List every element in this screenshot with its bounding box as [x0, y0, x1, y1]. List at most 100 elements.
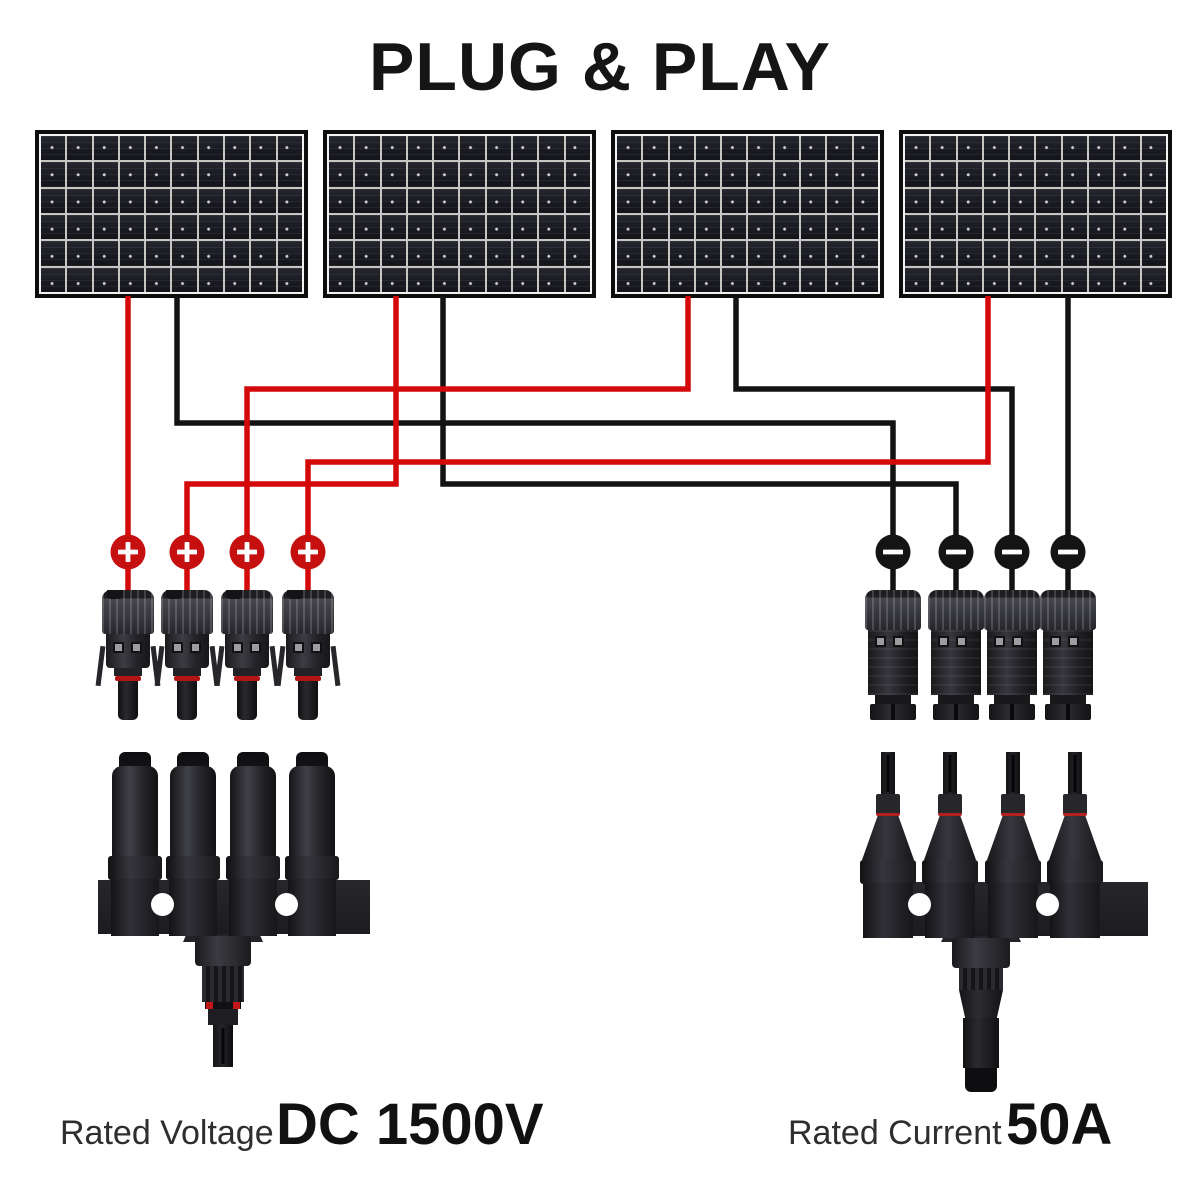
mc4-body	[1043, 630, 1093, 695]
mc4-window	[938, 636, 949, 647]
mc4-oring	[234, 676, 260, 681]
minus-icon	[883, 549, 903, 555]
mc4-socket-end	[870, 704, 916, 720]
mc4-male-connector	[95, 590, 161, 722]
mc4-cap-notch	[287, 590, 303, 599]
mc4-female-connector	[927, 590, 985, 722]
branch-plug	[985, 752, 1041, 938]
mc4-cap	[865, 590, 921, 630]
mc4-window	[232, 642, 243, 653]
mc4-female-connector	[864, 590, 922, 722]
branch-output-socket	[963, 1018, 999, 1068]
mc4-pin	[118, 681, 138, 720]
mc4-window	[1050, 636, 1061, 647]
mc4-body	[987, 630, 1037, 695]
mc4-body	[931, 630, 981, 695]
mc4-step	[938, 695, 974, 704]
mc4-oring	[295, 676, 321, 681]
mc4-female-connector	[983, 590, 1041, 722]
mc4-collar	[294, 668, 322, 676]
mc4-cap-notch	[107, 590, 123, 599]
positive-terminal	[290, 534, 326, 570]
negative-terminal	[994, 534, 1030, 570]
wire-panel3-negative	[733, 296, 1015, 592]
mc4-socket-end	[989, 704, 1035, 720]
mc4-window	[311, 642, 322, 653]
negative-terminal	[938, 534, 974, 570]
minus-icon	[1002, 549, 1022, 555]
branch-hole	[275, 893, 298, 916]
branch-connector-4-to-1-left	[88, 752, 380, 1086]
mc4-body	[165, 634, 209, 668]
mc4-window	[190, 642, 201, 653]
negative-terminal	[875, 534, 911, 570]
mc4-male-connector	[275, 590, 341, 722]
mc4-female-connector	[1039, 590, 1097, 722]
current-value: 50A	[1006, 1092, 1113, 1157]
mc4-collar	[233, 668, 261, 676]
mc4-body	[868, 630, 918, 695]
mc4-oring	[174, 676, 200, 681]
mc4-window	[1068, 636, 1079, 647]
mc4-window	[293, 642, 304, 653]
branch-hole	[908, 893, 931, 916]
mc4-cap	[928, 590, 984, 630]
current-label: Rated Current	[788, 1114, 1002, 1152]
mc4-step	[875, 695, 911, 704]
positive-terminal	[110, 534, 146, 570]
mc4-cap	[984, 590, 1040, 630]
mc4-body	[106, 634, 150, 668]
mc4-step	[994, 695, 1030, 704]
branch-hole	[1036, 893, 1059, 916]
page-title: PLUG & PLAY	[369, 29, 831, 105]
branch-trunk	[195, 936, 251, 966]
mc4-collar	[114, 668, 142, 676]
mc4-socket-end	[933, 704, 979, 720]
branch-socket	[226, 752, 280, 936]
wire-panel4-positive	[305, 296, 991, 592]
mc4-step	[1050, 695, 1086, 704]
mc4-window	[1012, 636, 1023, 647]
branch-plug	[860, 752, 916, 938]
mc4-cap	[1040, 590, 1096, 630]
mc4-window	[893, 636, 904, 647]
minus-icon	[1058, 549, 1078, 555]
branch-hole	[151, 893, 174, 916]
mc4-collar	[173, 668, 201, 676]
mc4-oring	[115, 676, 141, 681]
mc4-window	[994, 636, 1005, 647]
minus-icon	[946, 549, 966, 555]
mc4-body	[225, 634, 269, 668]
branch-socket	[166, 752, 220, 936]
mc4-male-connector	[214, 590, 280, 722]
mc4-window	[113, 642, 124, 653]
mc4-body	[286, 634, 330, 668]
mc4-window	[250, 642, 261, 653]
mc4-window	[131, 642, 142, 653]
mc4-male-connector	[154, 590, 220, 722]
wire-panel1-negative	[174, 296, 896, 592]
branch-trunk	[952, 938, 1010, 968]
wire-panel3-positive	[244, 296, 691, 592]
mc4-cap-notch	[226, 590, 242, 599]
branch-connector-4-to-1-right	[855, 752, 1160, 1092]
mc4-socket-end	[1045, 704, 1091, 720]
branch-plug	[922, 752, 978, 938]
branch-socket	[108, 752, 162, 936]
mc4-pin	[298, 681, 318, 720]
positive-terminal	[229, 534, 265, 570]
positive-terminal	[169, 534, 205, 570]
mc4-pin	[237, 681, 257, 720]
voltage-label: Rated Voltage	[60, 1114, 274, 1152]
branch-output-plug	[213, 1025, 233, 1067]
branch-plug	[1047, 752, 1103, 938]
mc4-cap-notch	[166, 590, 182, 599]
mc4-window	[956, 636, 967, 647]
negative-terminal	[1050, 534, 1086, 570]
branch-oring	[205, 1002, 241, 1009]
branch-socket	[285, 752, 339, 936]
mc4-window	[875, 636, 886, 647]
voltage-value: DC 1500V	[276, 1092, 544, 1157]
